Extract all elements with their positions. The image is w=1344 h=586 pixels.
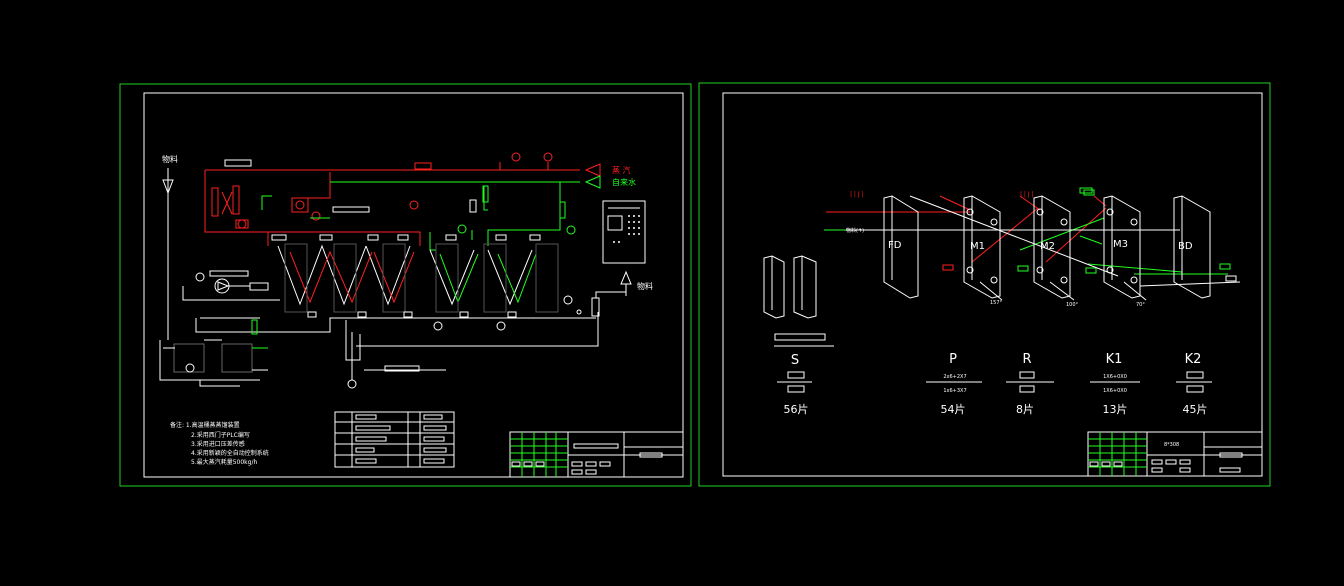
left-inner-frame [143, 92, 684, 478]
plate-fd-label: FD [888, 240, 902, 251]
group-s-count: 56片 [784, 403, 809, 416]
group-k1-label: K1 [1106, 352, 1123, 367]
group-k2-count: 45片 [1183, 403, 1208, 416]
group-k2: K2 45片 [1176, 352, 1212, 416]
angle-label-1: 157° [990, 300, 1003, 306]
evaporator-green-coils [439, 253, 537, 304]
group-r-count: 8片 [1016, 403, 1034, 416]
material-out-arrow [620, 270, 632, 296]
group-r-label: R [1022, 352, 1031, 367]
evaporator-white-coils [277, 244, 533, 306]
note-line-5: 5.最大蒸汽耗量500kg/h [191, 458, 257, 466]
steam-arrow: 蒸 汽 [584, 163, 631, 177]
plate-m2 [1033, 195, 1071, 299]
group-k2-label: K2 [1185, 352, 1202, 367]
plate-m1-label: M1 [970, 241, 985, 252]
group-k1-lower: 1X6+0X0 [1103, 388, 1127, 394]
group-k1-upper: 1X6+0X0 [1103, 374, 1127, 380]
evaporator-tags [209, 206, 541, 318]
note-line-1: 备注: 1.高温桶蒸蒸馏装置 [170, 421, 240, 429]
loose-plates [763, 255, 817, 319]
plate-m3-label: M3 [1113, 239, 1128, 250]
condensate-tanks [159, 339, 268, 387]
group-p-lower: 1x6+3X7 [943, 388, 966, 394]
group-k1-count: 13片 [1103, 403, 1128, 416]
water-arrow: 自来水 [584, 175, 636, 189]
angle-label-2: 100° [1066, 302, 1079, 308]
flow-lines-white [846, 187, 1241, 301]
right-title-block: 8*308 [1087, 431, 1263, 477]
group-s: S 56片 [774, 333, 834, 416]
flow-lines-red [826, 195, 1107, 271]
group-k1: K1 1X6+0X0 1X6+0X0 13片 [1090, 352, 1140, 416]
left-sheet: 物料 [119, 83, 692, 487]
group-p: P 2x6+2X7 1x6+3X7 54片 [926, 352, 982, 416]
steam-label: 蒸 汽 [612, 165, 631, 175]
plate-labels: FD M1 M2 M3 BD [888, 239, 1193, 252]
red-flow-tag: | | J | [850, 191, 864, 198]
flow-lines-green [824, 189, 1231, 275]
plate-m2-label: M2 [1040, 241, 1055, 252]
material-in-arrow [162, 168, 174, 195]
plate-bd-label: BD [1178, 241, 1193, 252]
plate-bd [1173, 195, 1211, 299]
process-piping [182, 272, 626, 389]
evaporator-shells [284, 243, 559, 313]
notes-block: 备注: 1.高温桶蒸蒸馏装置 2.采用西门子PLC编写 3.采用进口压差传感 4… [170, 421, 269, 466]
plate-stack [883, 195, 1211, 299]
plate-groups: S 56片 P 2x6+2X7 1x6+3X7 54片 R 8片 [774, 333, 1212, 416]
angle-label-3: 70° [1136, 302, 1145, 308]
left-outer-frame [119, 83, 692, 487]
group-s-label: S [791, 353, 799, 368]
note-line-3: 3.采用进口压差传感 [191, 440, 245, 448]
material-in-label: 物料 [162, 154, 178, 164]
water-header [261, 181, 580, 251]
legend-table [334, 411, 455, 468]
material-out-label: 物料 [637, 281, 653, 291]
group-p-label: P [949, 352, 957, 367]
material-flow-label: 物料(↑) [846, 227, 864, 234]
plate-fd [883, 195, 919, 299]
group-p-upper: 2x6+2X7 [943, 374, 966, 380]
steam-header [204, 152, 580, 246]
control-cabinet [602, 200, 646, 264]
plate-m3 [1103, 195, 1141, 299]
red-flow-tag-2: | | J | [1020, 191, 1034, 198]
left-title-block [509, 431, 684, 478]
right-inner-frame [722, 92, 1263, 477]
title-block-code: 8*308 [1164, 442, 1179, 448]
right-sheet: | | J | | | J | 物料(↑) [698, 82, 1271, 487]
note-line-2: 2.采用西门子PLC编写 [191, 431, 250, 439]
tap-water-label: 自来水 [612, 177, 636, 187]
group-p-count: 54片 [941, 403, 966, 416]
note-line-4: 4.采用新颖的全自动控制系统 [191, 449, 269, 457]
plate-m1 [963, 195, 1001, 299]
angle-labels: 157° 100° 70° [990, 300, 1145, 308]
evaporator-red-coils [289, 250, 415, 304]
right-outer-frame [698, 82, 1271, 487]
group-r: R 8片 [1006, 352, 1054, 416]
